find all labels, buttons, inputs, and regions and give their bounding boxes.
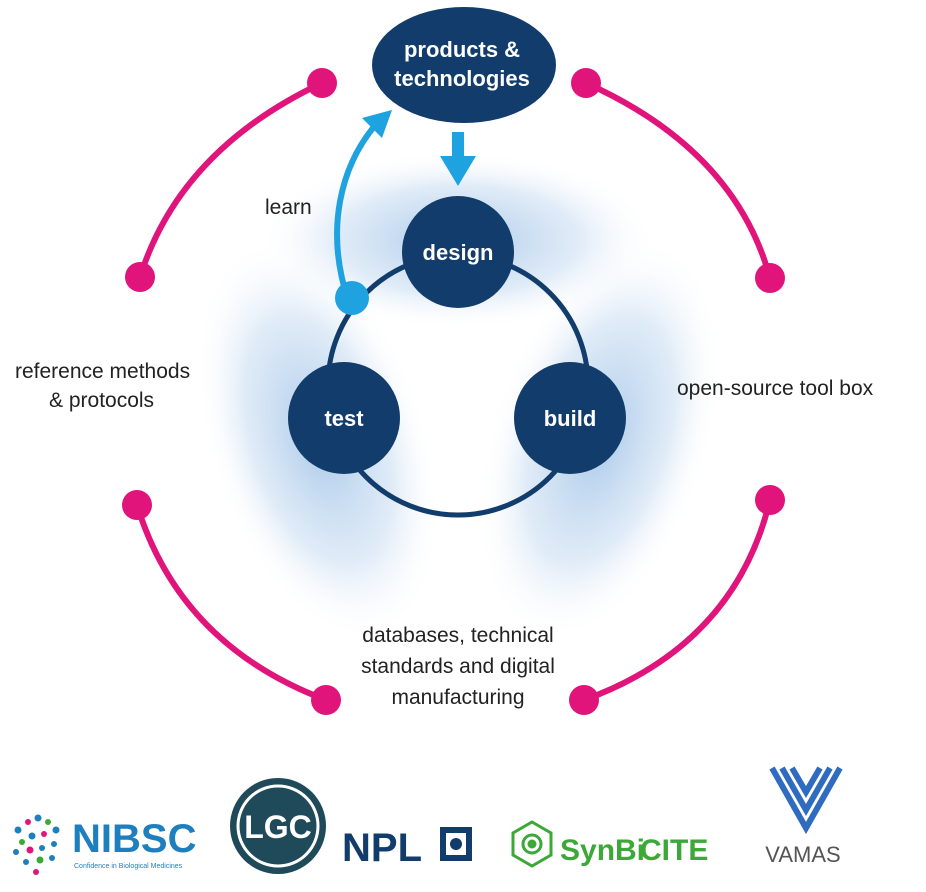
arc-top-right — [583, 80, 773, 281]
arc-dot — [307, 68, 337, 98]
nibsc-logo-text: NIBSC — [72, 817, 196, 861]
synbicite-text-b: CITE — [640, 834, 708, 867]
databases-line3: manufacturing — [391, 686, 524, 709]
databases-line1: databases, technical — [362, 624, 553, 647]
arc-dot — [569, 685, 599, 715]
learn-dot — [335, 281, 369, 315]
vamas-logo-text: VAMAS — [765, 842, 840, 867]
design-label: design — [423, 240, 494, 265]
arc-dot — [311, 685, 341, 715]
npl-logo-text: NPL — [342, 826, 422, 870]
nibsc-dots-icon — [13, 814, 60, 875]
outer-arcs — [134, 80, 773, 703]
logo-lgc: LGC — [230, 778, 326, 874]
reference-methods-line1: reference methods — [15, 360, 190, 383]
arc-dot — [122, 490, 152, 520]
build-label: build — [544, 406, 597, 431]
products-line2: technologies — [394, 66, 530, 91]
test-node[interactable]: test — [288, 362, 400, 474]
learn-label: learn — [265, 196, 312, 219]
databases-line2: standards and digital — [361, 655, 555, 678]
build-node[interactable]: build — [514, 362, 626, 474]
arc-bottom-right — [581, 497, 773, 703]
nibsc-subtitle: Confidence in Biological Medicines — [74, 863, 183, 870]
vamas-chevron-icon — [769, 766, 843, 835]
design-down-arrow — [440, 132, 476, 186]
arc-bottom-left — [134, 502, 329, 703]
arc-endpoints — [122, 68, 785, 715]
synbicite-hex-icon — [511, 820, 553, 868]
logo-vamas: VAMAS — [765, 766, 843, 867]
synbicite-text-a: SynBi — [560, 834, 645, 867]
learn-arrow-head — [362, 110, 392, 138]
arc-dot — [571, 68, 601, 98]
arc-dot — [125, 262, 155, 292]
products-line1: products & — [404, 37, 520, 62]
lgc-logo-text: LGC — [244, 809, 312, 845]
logo-synbicite: SynBi CITE — [511, 820, 708, 868]
products-technologies-node[interactable]: products & technologies — [372, 7, 556, 123]
logo-npl: NPL — [342, 826, 472, 870]
reference-methods-line2: & protocols — [49, 389, 154, 412]
design-node[interactable]: design — [402, 196, 514, 308]
learn-arrow — [334, 119, 381, 303]
test-label: test — [324, 406, 364, 431]
arc-dot — [755, 485, 785, 515]
arc-top-left — [137, 80, 325, 280]
open-source-toolbox-label: open-source tool box — [677, 377, 874, 400]
arc-dot — [755, 263, 785, 293]
logo-nibsc: NIBSC Confidence in Biological Medicines — [13, 814, 196, 875]
